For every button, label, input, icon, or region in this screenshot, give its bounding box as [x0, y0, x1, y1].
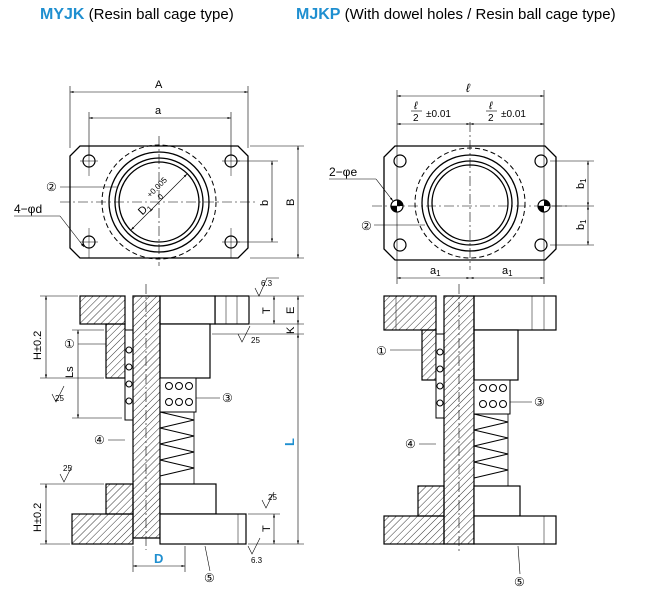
title-mjkp-code: MJKP	[296, 6, 341, 23]
myjk-callout-2: ②	[46, 180, 57, 194]
myjk-dim-K: K	[285, 326, 297, 334]
myjk-dim-D: D	[154, 551, 163, 566]
myjk-callout-4: ④	[94, 433, 105, 447]
title-mjkp: MJKP (With dowel holes / Resin ball cage…	[296, 6, 616, 24]
mjkp-callout-3: ③	[534, 395, 545, 409]
myjk-dim-A: A	[155, 79, 163, 91]
mjkp-dim-l: ℓ	[466, 81, 471, 95]
mjkp-top-view: ℓ ℓ 2 ±0.01 ℓ 2 ±0.01 2−φe ② b1 b1 a1 a1	[329, 81, 594, 284]
myjk-dim-H-top: H±0.2	[32, 331, 44, 360]
myjk-dim-Ls: Ls	[64, 366, 76, 378]
myjk-section-view: H±0.2 Ls ① ③ ④ T E K L T	[32, 277, 304, 585]
title-mjkp-desc: (With dowel holes / Resin ball cage type…	[344, 6, 616, 23]
myjk-callout-3: ③	[222, 391, 233, 405]
mjkp-dim-b1-top: b1	[575, 178, 588, 189]
title-myjk: MYJK (Resin ball cage type)	[40, 6, 234, 24]
title-myjk-code: MYJK	[40, 6, 85, 23]
mjkp-half-left-tol: ±0.01	[426, 109, 451, 120]
myjk-holes-label: 4−φd	[14, 202, 42, 216]
myjk-dim-T-top: T	[261, 307, 273, 314]
myjk-callout-1: ①	[64, 337, 75, 351]
myjk-dim-a: a	[155, 105, 162, 117]
mjkp-callout-1: ①	[376, 344, 387, 358]
myjk-dim-H-bot: H±0.2	[32, 503, 44, 532]
mjkp-dim-a1-right: a1	[502, 265, 513, 278]
myjk-rough-25-d: 25	[268, 493, 277, 502]
mjkp-section-view: ① ③ ④ ⑤	[376, 284, 557, 589]
myjk-rough-25-b: 25	[55, 394, 64, 403]
myjk-rough-63-top: 6.3	[261, 279, 273, 288]
myjk-dim-E: E	[285, 307, 297, 314]
myjk-dim-b: b	[259, 200, 271, 206]
myjk-rough-63-bot: 6.3	[251, 556, 263, 565]
mjkp-dim-a1-left: a1	[430, 265, 441, 278]
mjkp-half-right-tol: ±0.01	[501, 109, 526, 120]
myjk-callout-5: ⑤	[204, 571, 215, 585]
mjkp-half-right-den: 2	[488, 113, 494, 124]
mjkp-dim-b1-bot: b1	[575, 219, 588, 230]
mjkp-callout-5: ⑤	[514, 575, 525, 589]
myjk-dim-B: B	[285, 199, 297, 206]
myjk-rough-25-a: 25	[251, 336, 260, 345]
mjkp-half-left-num: ℓ	[413, 100, 418, 112]
myjk-rough-25-c: 25	[63, 464, 72, 473]
myjk-dim-D1-tol-lo: 0	[156, 192, 166, 202]
mjkp-callout-4: ④	[405, 437, 416, 451]
mjkp-half-right-num: ℓ	[488, 100, 493, 112]
mjkp-half-left-den: 2	[413, 113, 419, 124]
mjkp-dowel-label: 2−φe	[329, 165, 357, 179]
mjkp-callout-2: ②	[361, 219, 372, 233]
myjk-dim-L: L	[282, 438, 297, 446]
myjk-top-view: A a b B D1 +0.005 0 ② 4−φd	[14, 79, 304, 266]
myjk-dim-T-bot: T	[261, 525, 273, 532]
title-myjk-desc: (Resin ball cage type)	[88, 6, 234, 23]
